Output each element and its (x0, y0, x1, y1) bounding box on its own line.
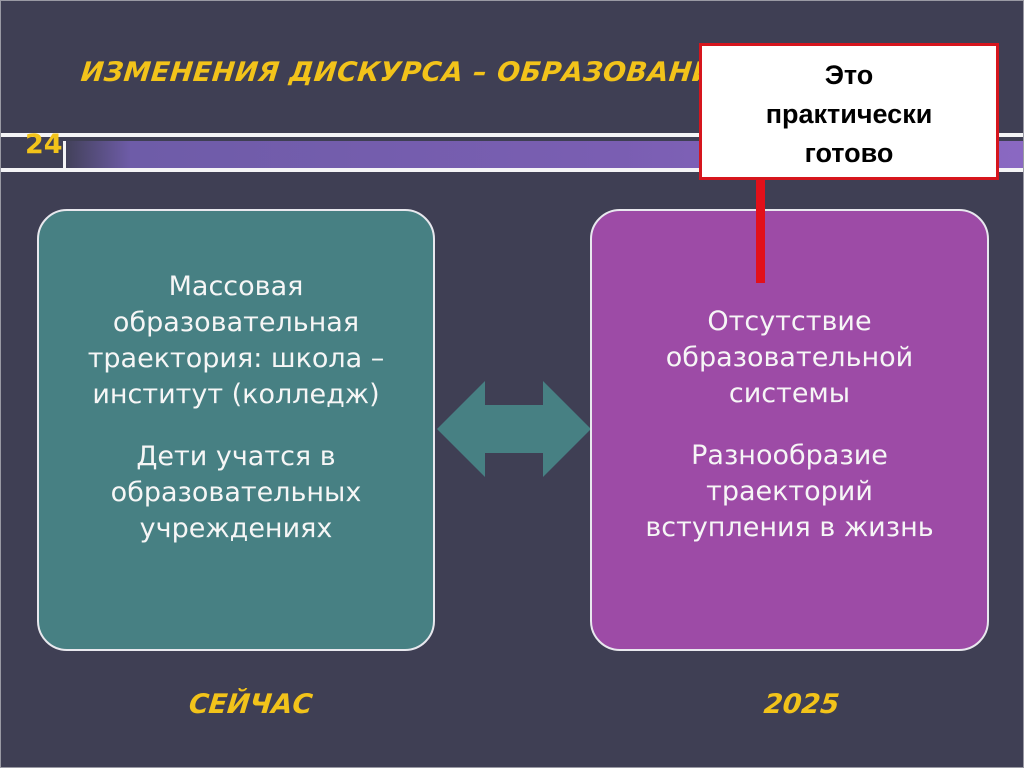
header-band-marker (1, 141, 66, 168)
header-band-top-line (1, 133, 1023, 137)
label-year: 2025 (762, 689, 841, 720)
future-state-paragraph-2: Разнообразие траекторий вступления в жиз… (645, 440, 934, 543)
callout-box: Это практически готово (699, 43, 999, 180)
slide-title: ИЗМЕНЕНИЯ ДИСКУРСА – ОБРАЗОВАНИЕ (79, 57, 736, 88)
arrow-shape (437, 381, 591, 477)
current-state-paragraph-2: Дети учатся в образовательных учреждения… (110, 441, 362, 544)
slide-number: 24 (25, 129, 63, 160)
future-state-box: Отсутствие образовательной системы Разно… (590, 209, 989, 651)
future-state-paragraph-1: Отсутствие образовательной системы (665, 306, 914, 409)
header-band-bottom-line (1, 168, 1023, 172)
current-state-box: Массовая образовательная траектория: шко… (37, 209, 435, 651)
callout-connector (756, 179, 765, 283)
current-state-paragraph-1: Массовая образовательная траектория: шко… (87, 271, 385, 410)
double-headed-arrow-icon (437, 381, 591, 477)
label-now: СЕЙЧАС (187, 689, 315, 720)
